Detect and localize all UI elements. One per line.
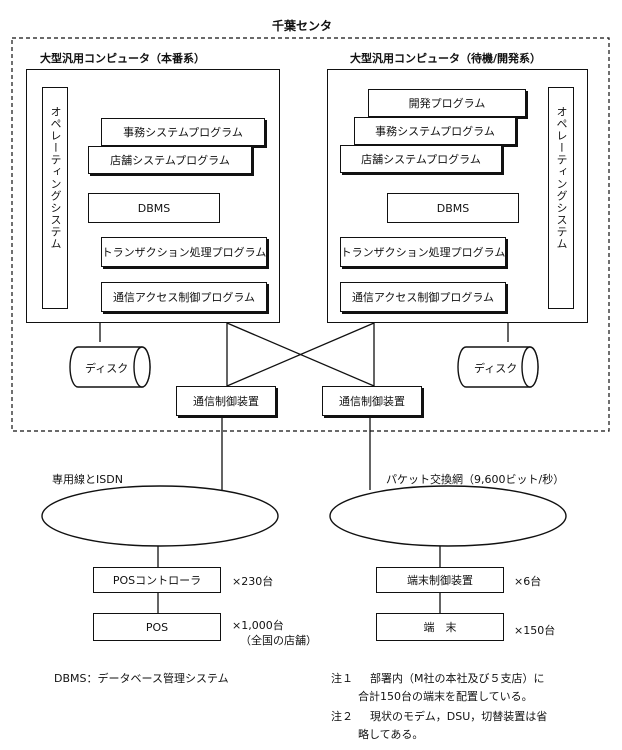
pos-controller: POSコントローラ [93,567,221,593]
comm-controller-left: 通信制御装置 [176,386,276,416]
network-right-ellipse [329,485,567,547]
dbms-legend: DBMS：データベース管理システム [54,672,229,685]
standby-dbms: DBMS [387,193,519,223]
line-standby-cc1 [226,322,375,387]
host-main-os-label: オペレーティングシステム [49,106,62,250]
note1-line1: 部署内（M社の本社及び５支店）に [370,672,545,685]
note2-line2: 略してある。 [358,728,424,741]
note2-label: 注２ [331,710,353,723]
standby-prog-tenpo: 店舗システムプログラム [340,145,502,173]
pos-terminal: POS [93,613,221,641]
host-main-frame [26,69,280,323]
standby-prog-jimu: 事務システムプログラム [354,117,516,145]
host-standby-os-label: オペレーティングシステム [555,106,568,250]
host-main-title: 大型汎用コンピュータ（本番系） [40,52,205,65]
pos-controller-count: ×230台 [232,575,274,588]
note1-label: 注１ [331,672,353,685]
network-left-ellipse [41,485,279,547]
terminal: 端 末 [376,613,504,641]
pos-count: ×1,000台 [232,619,284,632]
host-standby-title: 大型汎用コンピュータ（待機/開発系） [350,52,542,65]
host-standby-frame [327,69,588,323]
network-left-label: 専用線とISDN [52,473,123,486]
disk-right-label: ディスク [474,362,518,375]
main-dbms: DBMS [88,193,220,223]
pos-note: （全国の店舗） [240,634,317,647]
standby-prog-comm-access: 通信アクセス制御プログラム [340,282,506,312]
main-prog-comm-access: 通信アクセス制御プログラム [101,282,267,312]
terminal-controller: 端末制御装置 [376,567,504,593]
standby-prog-dev: 開発プログラム [368,89,526,117]
main-prog-jimu: 事務システムプログラム [101,118,265,146]
host-main-os: オペレーティングシステム [42,87,68,309]
disk-left-label: ディスク [85,362,129,375]
host-standby-os: オペレーティングシステム [548,87,574,309]
network-right-label: パケット交換網（9,600ビット/秒） [386,473,565,486]
disk-right-icon [457,346,539,388]
comm-controller-right: 通信制御装置 [322,386,422,416]
standby-prog-transaction: トランザクション処理プログラム [340,237,506,267]
note1-line2: 合計150台の端末を配置している。 [358,690,533,703]
terminal-count: ×150台 [514,624,556,637]
center-boundary [11,37,610,432]
terminal-controller-count: ×6台 [514,575,542,588]
center-title: 千葉センタ [272,19,333,33]
disk-left-icon [69,346,151,388]
note2-line1: 現状のモデム，DSU，切替装置は省 [370,710,548,723]
main-prog-transaction: トランザクション処理プログラム [101,237,267,267]
main-prog-tenpo: 店舗システムプログラム [88,146,252,174]
